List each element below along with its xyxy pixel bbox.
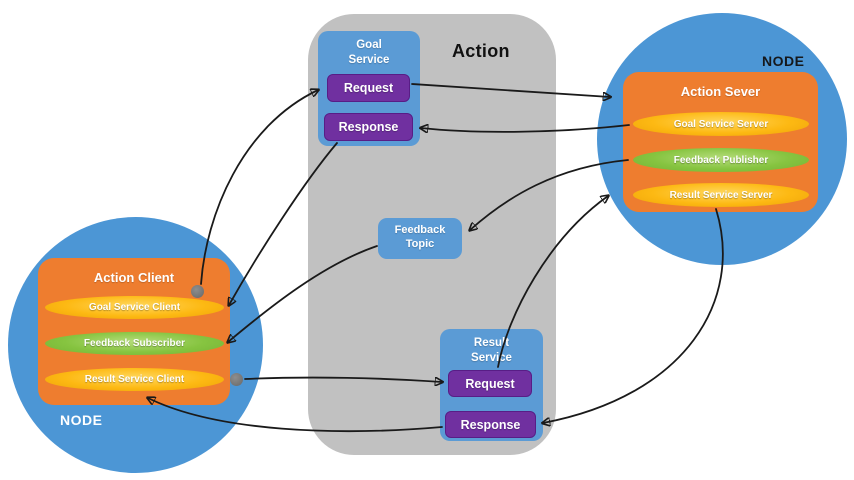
result-response-button: Response [445,411,536,438]
feedback-publisher-pill: Feedback Publisher [633,148,809,172]
action-client-box: Action Client Goal Service Client Feedba… [38,258,230,405]
feedback-topic-label: Feedback Topic [394,224,446,251]
result-service-box: Result Service Request Response [440,329,543,441]
server-node-label: NODE [762,53,805,69]
goal-service-box: Goal Service Request Response [318,31,420,146]
goal-service-server-pill: Goal Service Server [633,112,809,136]
feedback-subscriber-pill: Feedback Subscriber [45,332,224,355]
goal-service-label: Goal Service [348,39,390,66]
result-service-client-pill: Result Service Client [45,368,224,391]
result-request-button: Request [448,370,532,397]
action-title: Action [452,41,510,61]
goal-response-button: Response [324,113,413,141]
action-client-title: Action Client [93,270,175,285]
goal-request-button: Request [327,74,410,102]
client-node-label: NODE [60,412,103,428]
goal-connector-dot [191,285,204,298]
action-server-title: Action Sever [680,84,761,99]
result-service-server-pill: Result Service Server [633,183,809,207]
goal-service-client-pill: Goal Service Client [45,296,224,319]
action-server-box: Action Sever Goal Service Server Feedbac… [623,72,818,212]
feedback-topic-box: Feedback Topic [378,218,462,259]
result-service-label: Result Service [471,337,512,364]
result-connector-dot [230,373,243,386]
